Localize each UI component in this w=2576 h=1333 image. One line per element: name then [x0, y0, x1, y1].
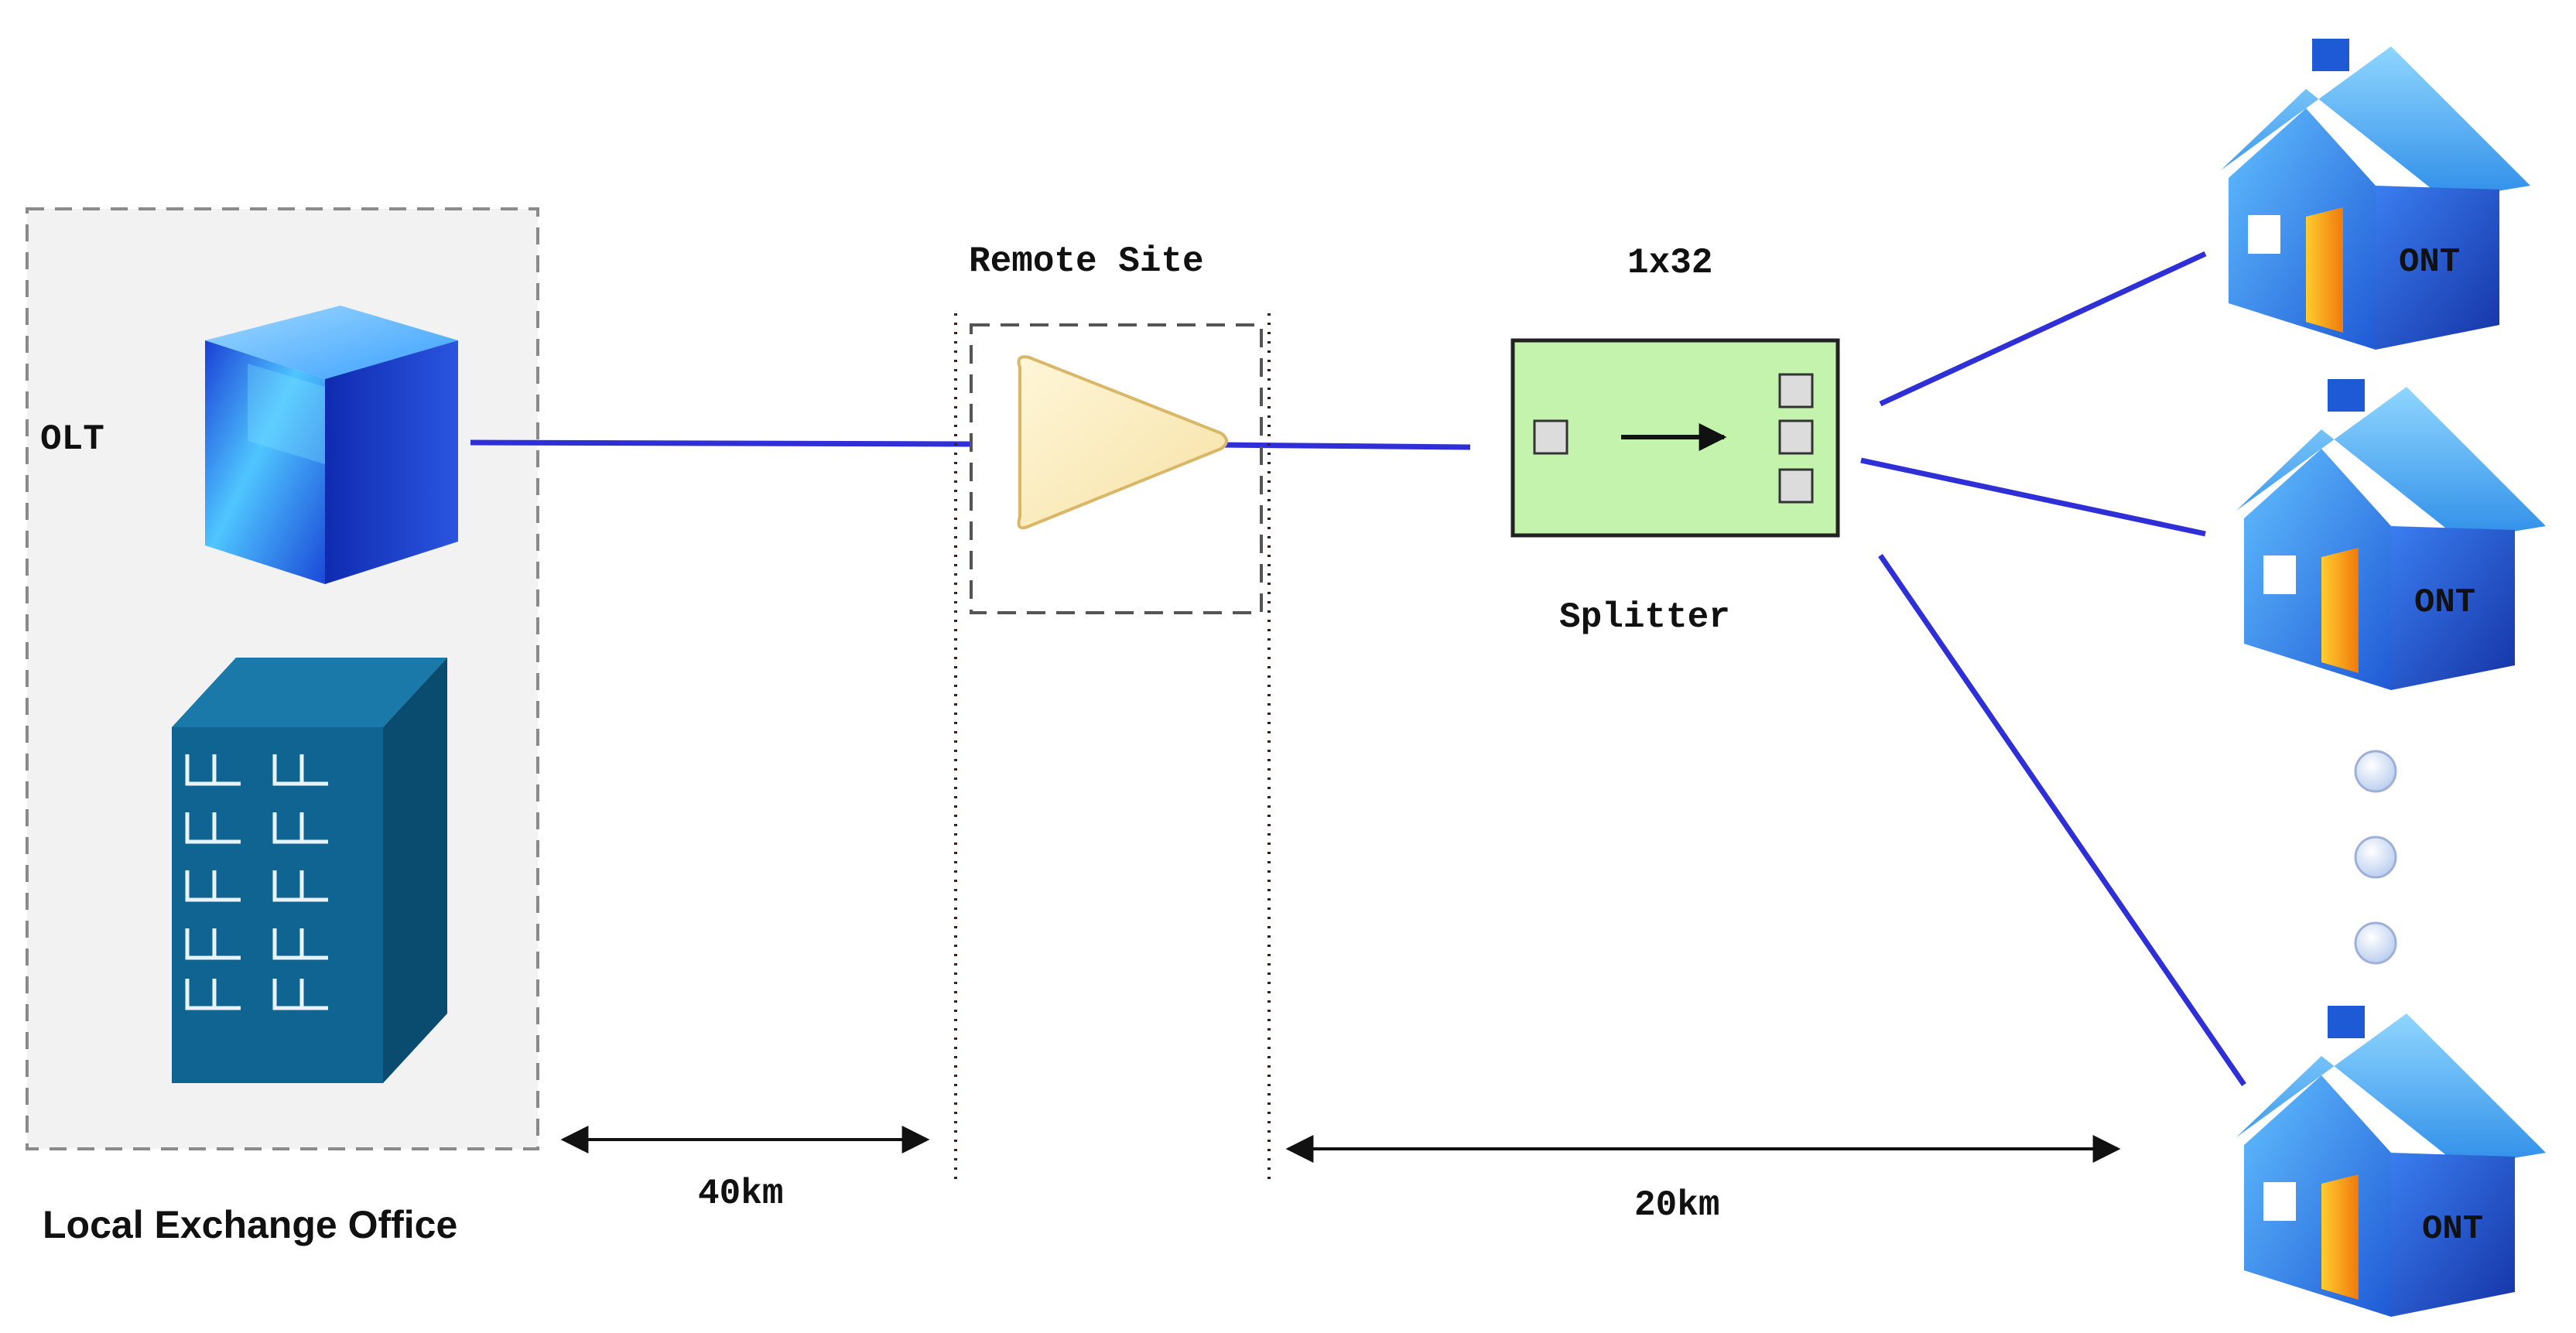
drop-fiber-3 [1878, 554, 2246, 1086]
olt-label: OLT [40, 419, 104, 460]
house-icon: ONT [2236, 379, 2546, 690]
splitter-label: Splitter [1559, 597, 1730, 637]
ellipsis-dots [2354, 750, 2397, 965]
remote-site-box [970, 323, 1263, 614]
house-icon: ONT [2221, 39, 2530, 350]
distance-label-20km: 20km [1634, 1185, 1719, 1225]
ont-label-3: ONT [2422, 1210, 2483, 1249]
house-icon: ONT [2236, 1006, 2546, 1317]
remote-site-label: Remote Site [969, 241, 1204, 282]
distribution-fiber [1218, 442, 1471, 450]
splitter-icon [1510, 338, 1840, 538]
drop-fiber-2 [1860, 457, 2206, 537]
ont-label-2: ONT [2414, 583, 2475, 622]
ont-label-1: ONT [2399, 243, 2460, 282]
distance-label-40km: 40km [698, 1174, 783, 1214]
amplifier-icon [1017, 355, 1228, 530]
building-icon [172, 658, 447, 1083]
drop-fiber-1 [1879, 251, 2207, 407]
local-exchange-label: Local Exchange Office [43, 1203, 457, 1246]
feeder-fiber [470, 439, 972, 447]
splitter-ratio-label: 1x32 [1627, 243, 1712, 283]
cube-icon [205, 306, 458, 584]
